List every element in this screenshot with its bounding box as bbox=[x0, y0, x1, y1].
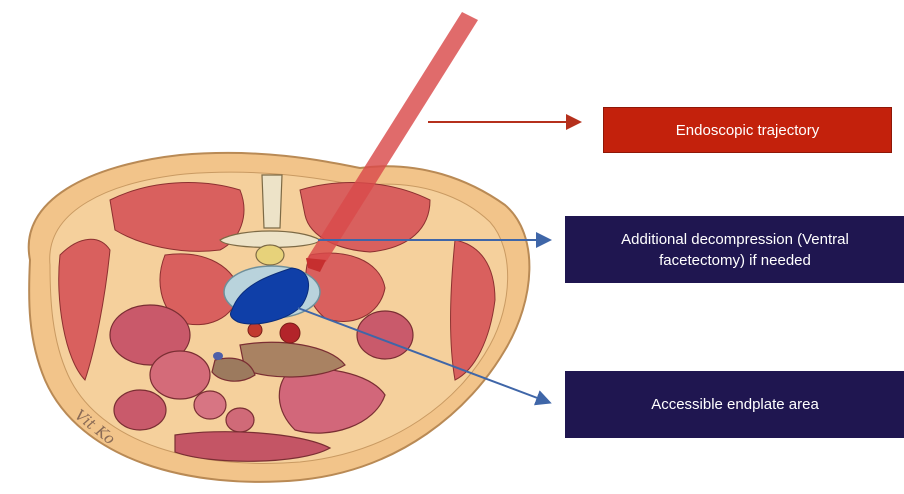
accessible-endplate-label: Accessible endplate area bbox=[565, 371, 904, 438]
vessel-small bbox=[213, 352, 223, 360]
vessel-left bbox=[248, 323, 262, 337]
additional-decompression-label: Additional decompression (Ventral facete… bbox=[565, 216, 904, 283]
vessel-right bbox=[280, 323, 300, 343]
endoscopic-trajectory-label: Endoscopic trajectory bbox=[603, 107, 892, 153]
